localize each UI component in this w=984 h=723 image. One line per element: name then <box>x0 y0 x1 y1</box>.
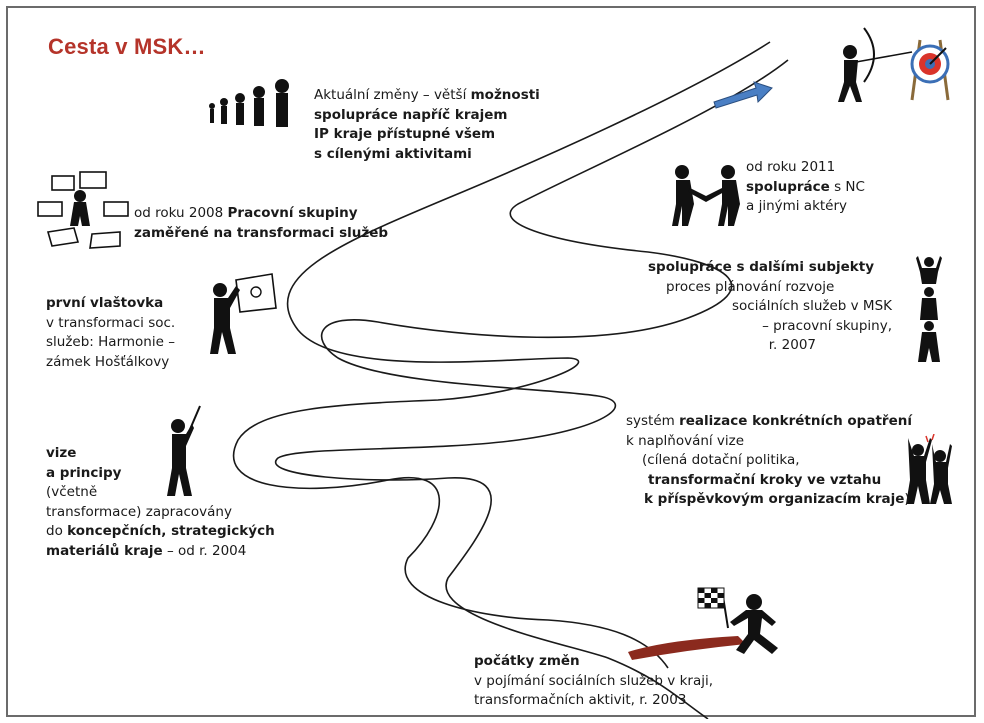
person-holding-sign-icon <box>210 273 277 354</box>
milestone-2007: spolupráce s dalšími subjekty proces plá… <box>648 259 892 353</box>
milestone-vision-2004: vize a principy (včetně transformace) za… <box>46 445 275 559</box>
slide-title: Cesta v MSK… <box>48 34 206 59</box>
stacked-people-icon <box>916 256 942 362</box>
milestone-measures: systém realizace konkrétních opatření k … <box>626 413 912 507</box>
milestone-2011: od roku 2011 spolupráce s NC a jinými ak… <box>746 159 865 214</box>
pointing-person-icon <box>167 405 201 496</box>
arrow-icon <box>713 81 773 109</box>
walking-people-icon <box>209 79 289 127</box>
winding-road <box>232 41 789 719</box>
flag-runner-icon <box>628 587 778 660</box>
milestone-first-swallow: první vlaštovka v transformaci soc. služ… <box>46 295 176 370</box>
milestone-beginnings-2003: počátky změn v pojímání sociálních služe… <box>474 653 714 708</box>
milestone-current: Aktuální změny – větší možnosti spoluprá… <box>314 87 540 162</box>
archer-target-icon <box>838 27 950 102</box>
slide-frame: Cesta v MSK… <box>6 6 976 719</box>
celebrating-people-icon <box>906 434 952 504</box>
handshake-icon <box>672 165 740 226</box>
desk-papers-icon <box>37 171 129 249</box>
milestone-2008: od roku 2008 Pracovní skupiny zaměřené n… <box>134 205 389 241</box>
